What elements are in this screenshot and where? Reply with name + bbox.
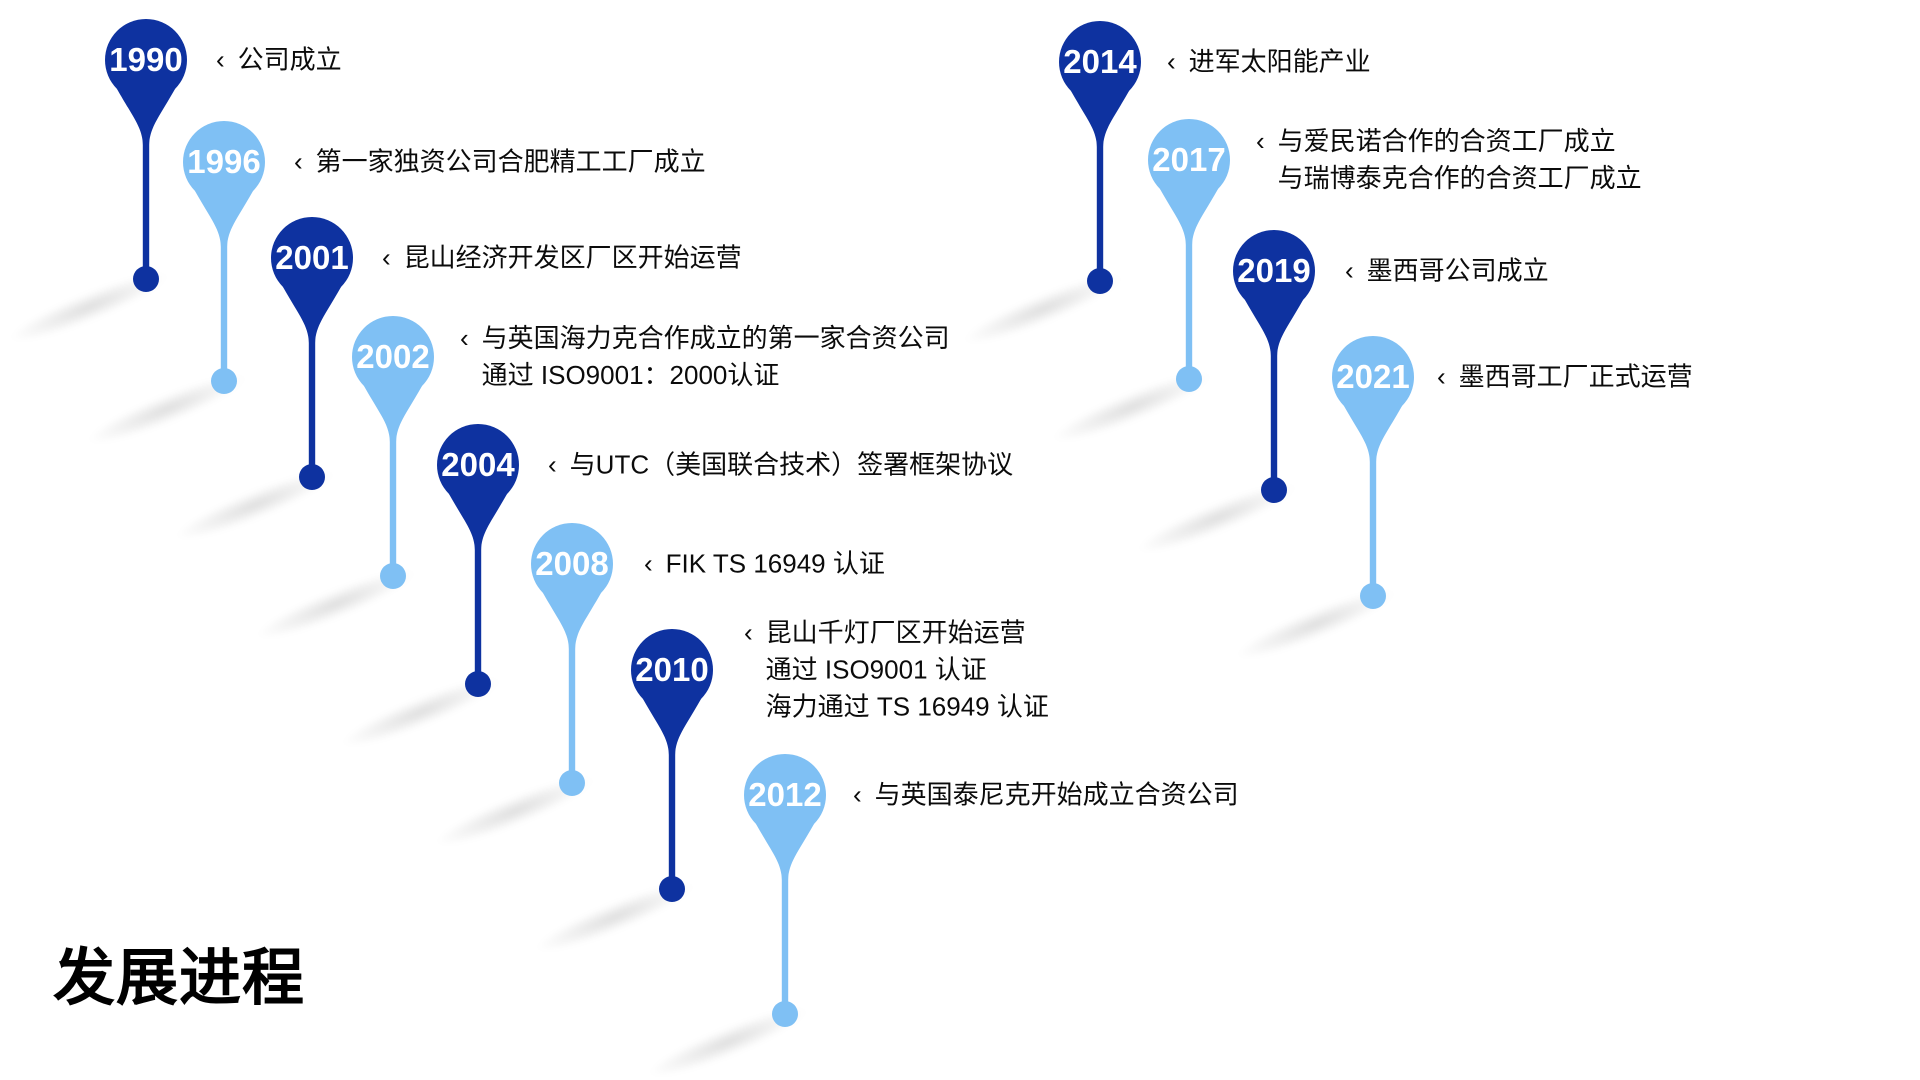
chevron-bullet-icon: ‹	[744, 617, 753, 648]
pin-2008: 2008	[428, 519, 632, 857]
balloon-marker-icon	[1148, 119, 1230, 392]
label-line: 海力通过 TS 16949 认证	[765, 691, 1049, 722]
milestone-label-2002: ‹ 与英国海力克合作成立的第一家合资公司通过 ISO9001：2000认证	[460, 320, 950, 394]
label-lines: 公司成立	[238, 42, 342, 79]
year-badge: 2001	[275, 239, 349, 276]
year-badge: 2010	[635, 651, 709, 688]
year-badge: 2017	[1152, 141, 1226, 178]
chevron-bullet-icon: ‹	[382, 242, 391, 273]
chevron-bullet-icon: ‹	[1167, 46, 1176, 77]
label-line: 昆山千灯厂区开始运营	[765, 617, 1026, 648]
label-line: 与爱民诺合作的合资工厂成立	[1277, 126, 1616, 156]
balloon-marker-icon	[1332, 336, 1414, 609]
label-line: 墨西哥工厂正式运营	[1458, 361, 1693, 392]
label-lines: 昆山千灯厂区开始运营通过 ISO9001 认证海力通过 TS 16949 认证	[766, 615, 1049, 726]
milestone-label-2008: ‹ FIK TS 16949 认证	[644, 546, 885, 583]
milestone-label-2021: ‹ 墨西哥工厂正式运营	[1437, 359, 1693, 396]
pin-2019: 2019	[1130, 226, 1334, 564]
label-line: 通过 ISO9001 认证	[765, 654, 987, 685]
balloon-marker-icon	[271, 217, 353, 490]
label-lines: 与UTC（美国联合技术）签署框架协议	[570, 447, 1013, 484]
pin-2014: 2014	[956, 17, 1160, 355]
year-badge: 1990	[109, 41, 183, 78]
pin-2012: 2012	[641, 750, 845, 1080]
milestone-label-2014: ‹ 进军太阳能产业	[1167, 44, 1371, 81]
pin-1996: 1996	[80, 117, 284, 455]
pin-1990: 1990	[2, 15, 206, 353]
label-lines: 墨西哥工厂正式运营	[1459, 359, 1693, 396]
label-lines: 与爱民诺合作的合资工厂成立与瑞博泰克合作的合资工厂成立	[1278, 123, 1642, 197]
milestone-label-2004: ‹ 与UTC（美国联合技术）签署框架协议	[548, 447, 1013, 484]
balloon-marker-icon	[352, 316, 434, 589]
year-badge: 1996	[187, 143, 261, 180]
balloon-marker-icon	[744, 754, 826, 1027]
year-badge: 2008	[535, 545, 609, 582]
milestone-label-2017: ‹ 与爱民诺合作的合资工厂成立与瑞博泰克合作的合资工厂成立	[1256, 123, 1642, 197]
chevron-bullet-icon: ‹	[460, 323, 469, 353]
label-line: 与英国海力克合作成立的第一家合资公司	[481, 323, 950, 353]
year-badge: 2004	[441, 446, 515, 483]
balloon-marker-icon	[105, 19, 187, 292]
chevron-bullet-icon: ‹	[1345, 255, 1354, 286]
label-lines: 昆山经济开发区厂区开始运营	[404, 240, 742, 277]
balloon-marker-icon	[1059, 21, 1141, 294]
chevron-bullet-icon: ‹	[644, 548, 653, 579]
chevron-bullet-icon: ‹	[1256, 126, 1265, 156]
label-lines: 与英国泰尼克开始成立合资公司	[875, 777, 1239, 814]
pin-2001: 2001	[168, 213, 372, 551]
label-line: 通过 ISO9001：2000认证	[481, 360, 780, 390]
chevron-bullet-icon: ‹	[1437, 361, 1446, 392]
year-badge: 2014	[1063, 43, 1137, 80]
chevron-bullet-icon: ‹	[548, 449, 557, 480]
balloon-marker-icon	[1233, 230, 1315, 503]
chevron-bullet-icon: ‹	[853, 779, 862, 810]
label-line: 公司成立	[237, 44, 342, 75]
label-line: 第一家独资公司合肥精工工厂成立	[315, 146, 706, 177]
chevron-bullet-icon: ‹	[294, 146, 303, 177]
milestone-label-2012: ‹ 与英国泰尼克开始成立合资公司	[853, 777, 1239, 814]
balloon-marker-icon	[531, 523, 613, 796]
pin-2010: 2010	[528, 625, 732, 963]
label-lines: 进军太阳能产业	[1189, 44, 1371, 81]
label-lines: 墨西哥公司成立	[1367, 253, 1549, 290]
milestone-label-2010: ‹ 昆山千灯厂区开始运营通过 ISO9001 认证海力通过 TS 16949 认…	[744, 615, 1049, 726]
label-line: 与UTC（美国联合技术）签署框架协议	[569, 449, 1014, 480]
balloon-marker-icon	[183, 121, 265, 394]
pin-2004: 2004	[334, 420, 538, 758]
year-badge: 2012	[748, 776, 822, 813]
year-badge: 2021	[1336, 358, 1410, 395]
label-line: 进军太阳能产业	[1188, 46, 1371, 77]
chevron-bullet-icon: ‹	[216, 44, 225, 75]
label-line: 墨西哥公司成立	[1366, 255, 1549, 286]
label-line: 昆山经济开发区厂区开始运营	[403, 242, 742, 273]
label-lines: FIK TS 16949 认证	[666, 546, 885, 583]
balloon-marker-icon	[631, 629, 713, 902]
label-lines: 第一家独资公司合肥精工工厂成立	[316, 144, 706, 181]
page-title: 发展进程	[53, 944, 306, 1013]
year-badge: 2019	[1237, 252, 1311, 289]
pin-2017: 2017	[1045, 115, 1249, 453]
milestone-label-1990: ‹ 公司成立	[216, 42, 342, 79]
label-line: 与瑞博泰克合作的合资工厂成立	[1277, 163, 1642, 193]
year-badge: 2002	[356, 338, 430, 375]
balloon-marker-icon	[437, 424, 519, 697]
label-lines: 与英国海力克合作成立的第一家合资公司通过 ISO9001：2000认证	[482, 320, 950, 394]
milestone-label-2001: ‹ 昆山经济开发区厂区开始运营	[382, 240, 742, 277]
pin-2021: 2021	[1229, 332, 1433, 670]
label-line: FIK TS 16949 认证	[665, 548, 885, 579]
label-line: 与英国泰尼克开始成立合资公司	[874, 779, 1239, 810]
pin-2002: 2002	[249, 312, 453, 650]
milestone-label-2019: ‹ 墨西哥公司成立	[1345, 253, 1549, 290]
milestone-label-1996: ‹ 第一家独资公司合肥精工工厂成立	[294, 144, 706, 181]
